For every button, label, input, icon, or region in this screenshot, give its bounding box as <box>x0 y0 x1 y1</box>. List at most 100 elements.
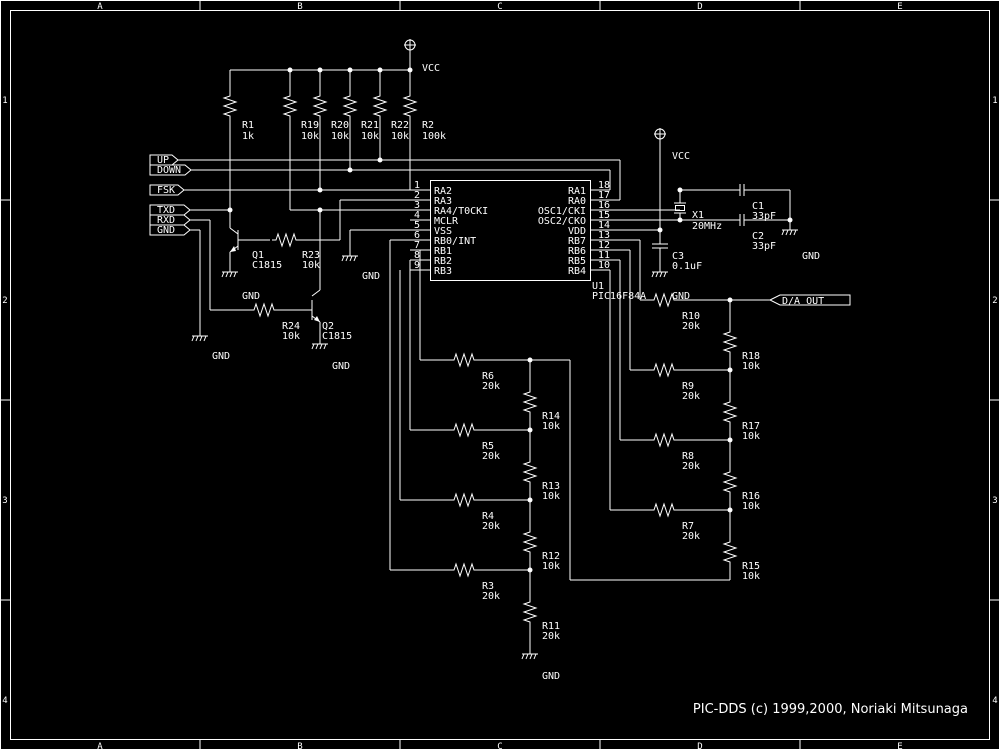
pin-name: RB2 <box>434 256 452 267</box>
r22-value: 10k <box>391 131 409 142</box>
port-fsk-label: FSK <box>157 185 175 196</box>
ground-symbol <box>651 267 669 278</box>
resistor-r8 <box>649 433 679 447</box>
pin-name: RB0/INT <box>434 236 476 247</box>
ground-symbol <box>221 267 239 278</box>
ground-symbol <box>191 331 209 342</box>
gnd-label: GND <box>542 671 560 682</box>
pin-name: RA3 <box>434 196 452 207</box>
r11-value: 20k <box>542 631 560 642</box>
r4-ref: R4 <box>482 511 494 522</box>
pin-name: RB6 <box>568 246 586 257</box>
port-down-label: DOWN <box>157 165 181 176</box>
r6-ref: R6 <box>482 371 494 382</box>
ground-symbol <box>521 649 539 660</box>
row-label-right: 2 <box>992 296 997 306</box>
resistor-r7 <box>649 503 679 517</box>
col-label-top: C <box>497 2 502 12</box>
vcc-symbol-right <box>653 127 667 153</box>
transistor-q2: R24 10k Q2 C1815 GND <box>190 219 352 372</box>
pin-num: 7 <box>414 240 420 251</box>
pin-num: 14 <box>598 220 610 231</box>
r20-value: 10k <box>331 131 349 142</box>
resistor-r9 <box>649 363 679 377</box>
u1-part: PIC16F84A <box>592 291 646 302</box>
resistor-r12 <box>523 527 537 557</box>
r21-value: 10k <box>361 131 379 142</box>
u1-ref: U1 <box>592 281 604 292</box>
col-label-bottom: D <box>697 742 702 750</box>
pin-num: 5 <box>414 220 420 231</box>
resistor-r17 <box>723 397 737 427</box>
left-pin-nets: GND <box>289 120 411 285</box>
pin-name: VSS <box>434 226 452 237</box>
resistor-r14 <box>523 387 537 417</box>
ladder-left: R6 20k R5 20k R4 20k R3 20k R14 10k R13 … <box>389 239 730 682</box>
resistor-r3 <box>449 563 479 577</box>
row-label-right: 3 <box>992 496 997 506</box>
r24-ref: R24 <box>282 321 300 332</box>
r18-ref: R18 <box>742 351 760 362</box>
transistor-q1: Q1 C1815 R23 10k GND <box>190 120 320 302</box>
credit-text: PIC-DDS (c) 1999,2000, Noriaki Mitsunaga <box>693 702 968 717</box>
col-label-bottom: C <box>497 742 502 750</box>
r2-value: 100k <box>422 131 446 142</box>
vcc-symbol-top <box>403 38 417 64</box>
resistor-r20 <box>313 91 327 121</box>
pin-num: 6 <box>414 230 420 241</box>
r14-ref: R14 <box>542 411 560 422</box>
col-label-bottom: A <box>97 742 103 750</box>
r9-ref: R9 <box>682 381 694 392</box>
port-da-out-label: D/A OUT <box>782 296 824 307</box>
r16-ref: R16 <box>742 491 760 502</box>
resistor-r4 <box>449 493 479 507</box>
pin-num: 16 <box>598 200 610 211</box>
pin-num: 11 <box>598 250 610 261</box>
gnd-label: GND <box>332 361 350 372</box>
pin-name: RB3 <box>434 266 452 277</box>
q1-value: C1815 <box>252 260 282 271</box>
c2-ref: C2 <box>752 231 764 242</box>
up-down-nets <box>178 120 621 201</box>
x1-value: 20MHz <box>692 221 722 232</box>
pin-name: RB1 <box>434 246 452 257</box>
port-da-out <box>768 294 851 306</box>
r19-value: 10k <box>301 131 319 142</box>
resistor-r13 <box>523 457 537 487</box>
r11-ref: R11 <box>542 621 560 632</box>
resistor-r11 <box>523 597 537 627</box>
pin-num: 4 <box>414 210 420 221</box>
r8-ref: R8 <box>682 451 694 462</box>
r20-ref: R20 <box>331 120 349 131</box>
resistor-r19 <box>283 91 297 121</box>
resistor-r1 <box>223 91 237 121</box>
port-txd: TXD <box>149 204 191 216</box>
gnd-label: GND <box>672 291 690 302</box>
pin-name: VDD <box>568 226 586 237</box>
pin-num: 15 <box>598 210 610 221</box>
r4-value: 20k <box>482 521 500 532</box>
col-label-top: E <box>897 2 902 12</box>
resistor-r24 <box>249 303 279 317</box>
q2-value: C1815 <box>322 331 352 342</box>
pin-name: MCLR <box>434 216 459 227</box>
pin-name: RA1 <box>568 186 586 197</box>
x1-ref: X1 <box>692 210 704 221</box>
r18-value: 10k <box>742 361 760 372</box>
r6-value: 20k <box>482 381 500 392</box>
resistor-r16 <box>723 467 737 497</box>
col-label-top: B <box>297 2 302 12</box>
r1-ref: R1 <box>242 120 254 131</box>
r17-value: 10k <box>742 431 760 442</box>
c1-value: 33pF <box>752 211 776 222</box>
gnd-label: GND <box>212 351 230 362</box>
row-label-left: 2 <box>2 296 7 306</box>
r10-ref: R10 <box>682 311 700 322</box>
row-label-left: 1 <box>2 96 7 106</box>
resistor-r21 <box>343 91 357 121</box>
resistor-r23 <box>271 233 301 247</box>
r17-ref: R17 <box>742 421 760 432</box>
pin-num: 2 <box>414 190 420 201</box>
pin-name: RB7 <box>568 236 586 247</box>
